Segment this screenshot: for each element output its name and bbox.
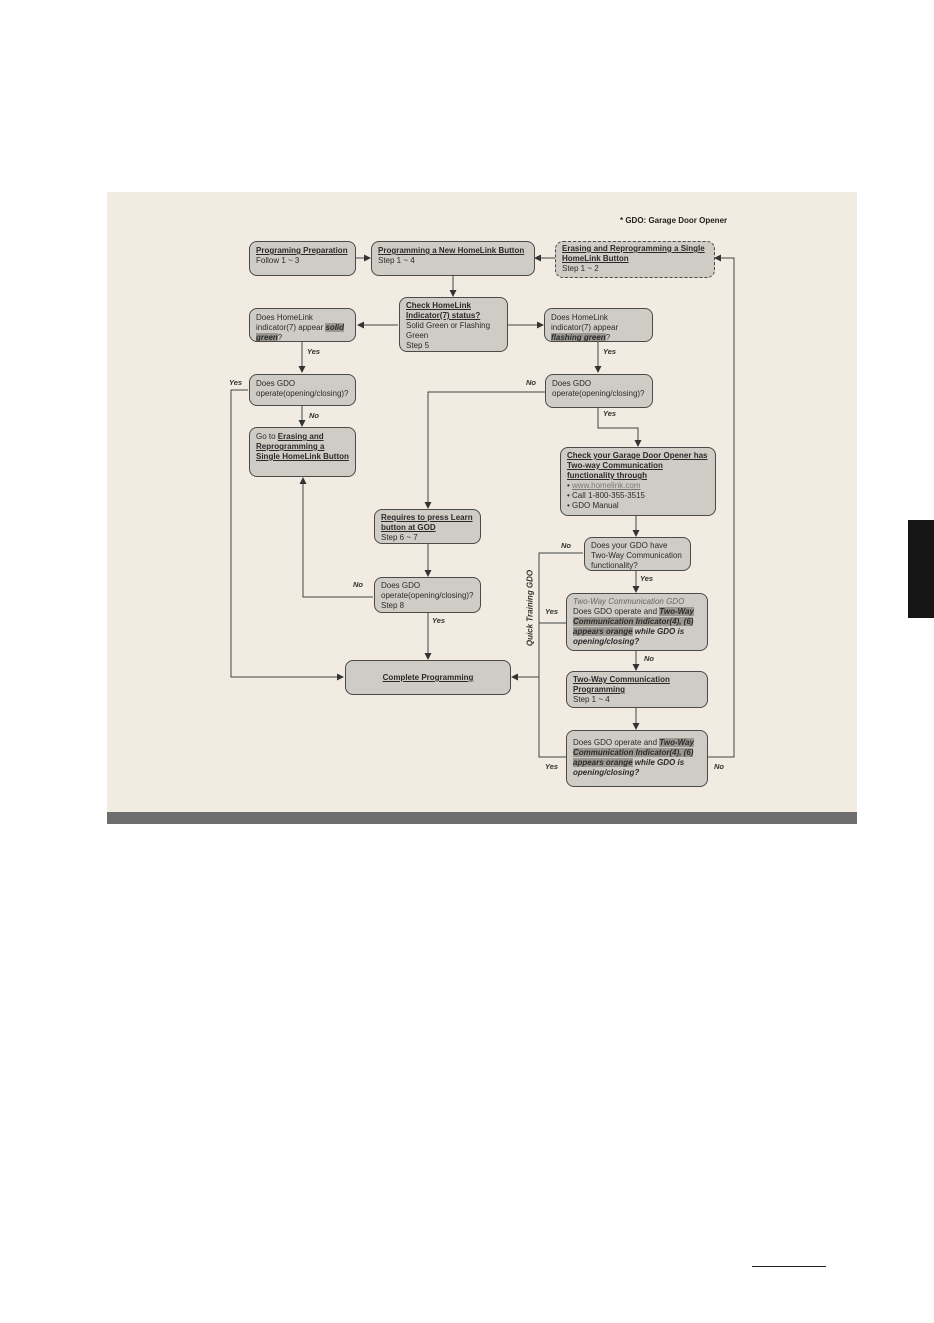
flashing-green-highlight: flashing green [551,333,606,342]
label-yes-flash: Yes [603,347,617,356]
node-title: Programing Preparation [256,246,348,255]
node-gdo-operate-right: Does GDO operate(opening/closing)? [545,374,653,408]
panel-footer-bar [107,812,857,824]
node-text: Does GDO operate and [573,607,660,616]
bullet-manual: • GDO Manual [567,501,619,510]
node-press-learn: Requires to press Learn button at GOD St… [374,509,481,544]
node-title: Erasing and Reprogramming a Single HomeL… [562,244,705,263]
label-no-twowaygdo: No [644,654,654,663]
homelink-link[interactable]: www.homelink.com [572,481,641,490]
node-two-way-programming: Two-Way Communication Programming Step 1… [566,671,708,708]
node-text: Does GDO operate(opening/closing)? [381,581,474,600]
edge-gdo2-no-to-learn [424,391,545,509]
node-step: Step 1 ~ 4 [378,256,415,265]
node-gdo-operate-left: Does GDO operate(opening/closing)? [249,374,356,406]
node-check-gdo-two-way: Check your Garage Door Opener has Two-wa… [560,447,716,516]
edge-gdo1-yes-to-complete [230,389,344,681]
node-text-end: ? [605,333,611,342]
label-yes-final: Yes [545,762,559,771]
bullet-website: • www.homelink.com [567,481,709,491]
node-title: Check HomeLink Indicator(7) status? [406,301,481,320]
page-number-rule [752,1266,826,1267]
node-step: Follow 1 ~ 3 [256,256,300,265]
label-no-gdo1: No [309,411,319,420]
node-new-homelink-button: Programming a New HomeLink Button Step 1… [371,241,535,276]
node-complete-programming: Complete Programming [345,660,511,695]
bullet-mark: • [567,481,573,490]
node-text-end: while GDO is opening/closing? [573,627,685,646]
node-step: Step 8 [381,601,405,610]
node-goto-erase: Go to Erasing and Reprogramming a Single… [249,427,356,477]
node-solid-green-question: Does HomeLink indicator(7) appear solid … [249,308,356,342]
flowchart-panel [107,192,857,812]
node-text: Does GDO operate(opening/closing)? [256,379,349,398]
label-yes-gdo1: Yes [229,378,243,387]
node-title: Programming a New HomeLink Button [378,246,525,255]
node-final-check: Does GDO operate and Two-Way Communicati… [566,730,708,787]
node-text: Does GDO operate(opening/closing)? [552,379,645,398]
node-text: Does GDO operate and [573,738,660,747]
edge-twoway-no-to-complete [511,552,583,681]
label-no-gdo2: No [526,378,536,387]
node-step: Step 6 ~ 7 [381,533,418,542]
edge-gdo2-yes-to-checkgdo [597,408,642,447]
node-step: Step 5 [406,341,430,350]
node-text: Does HomeLink indicator(7) appear [551,313,619,332]
node-step: Step 1 ~ 2 [562,264,599,273]
label-quick-training-gdo: Quick Training GDO [525,569,535,647]
label-no-final: No [714,762,724,771]
node-two-way-gdo-check: Two-Way Communication GDO Does GDO opera… [566,593,708,651]
node-title: Complete Programming [382,673,474,682]
label-yes-gdo2: Yes [603,409,617,418]
node-text: Does your GDO have Two-Way Communication… [591,541,682,570]
node-title: Two-Way Communication Programming [573,675,670,694]
label-no-twoway: No [561,541,571,550]
label-yes-twoway: Yes [640,574,654,583]
chapter-tab [908,520,934,618]
node-detail: Solid Green or Flashing Green [406,321,491,340]
label-no-gdo3: No [353,580,363,589]
node-check-indicator: Check HomeLink Indicator(7) status? Soli… [399,297,508,352]
label-yes-solid: Yes [307,347,321,356]
label-yes-twowaygdo: Yes [545,607,559,616]
node-title: Requires to press Learn button at GOD [381,513,473,532]
edge-gdo3-no-to-goto [299,477,373,598]
label-yes-gdo3: Yes [432,616,446,625]
node-title: Check your Garage Door Opener has Two-wa… [567,451,708,480]
node-text: Go to [256,432,278,441]
node-erase-reprogram: Erasing and Reprogramming a Single HomeL… [555,241,715,278]
bullet-phone: • Call 1-800-355-3515 [567,491,645,500]
node-link: Erasing and Reprogramming a Single HomeL… [256,432,349,461]
node-text: Does HomeLink indicator(7) appear [256,313,326,332]
node-programming-preparation: Programing Preparation Follow 1 ~ 3 [249,241,356,276]
node-flashing-green-question: Does HomeLink indicator(7) appear flashi… [544,308,653,342]
node-text-end: while GDO is opening/closing? [573,758,685,777]
node-gdo-operate-step8: Does GDO operate(opening/closing)? Step … [374,577,481,613]
edge-final-yes-join [538,677,566,758]
node-two-way-question: Does your GDO have Two-Way Communication… [584,537,691,571]
edge-final-no-to-erase [708,254,735,758]
gdo-footnote: * GDO: Garage Door Opener [620,216,728,225]
node-step: Step 1 ~ 4 [573,695,610,704]
node-text-end: ? [277,333,283,342]
node-subtitle: Two-Way Communication GDO [573,597,685,606]
